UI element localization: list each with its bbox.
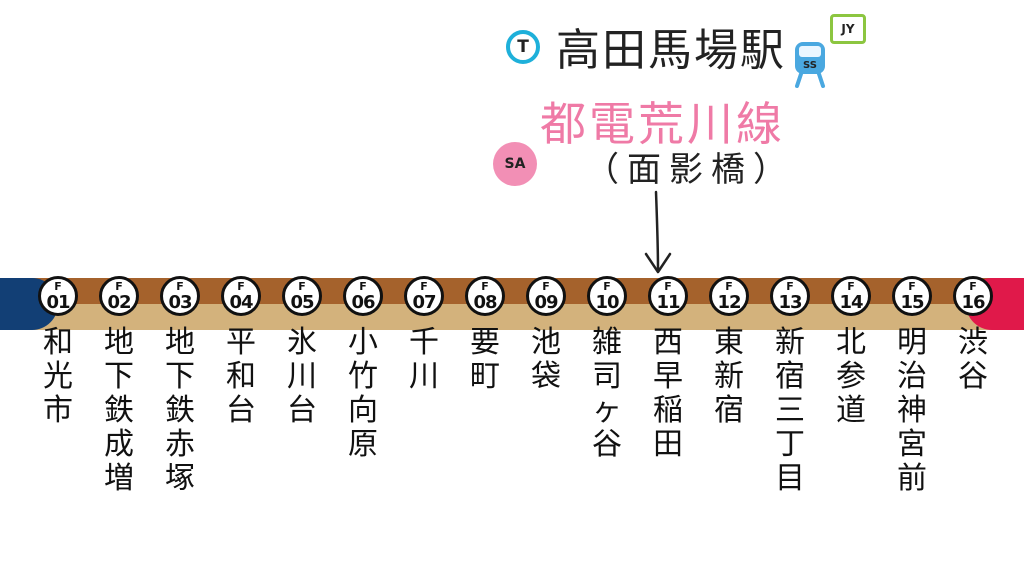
station-number: 12 bbox=[717, 292, 741, 313]
station-name: 池袋 bbox=[531, 325, 561, 394]
station-name: 雑司ヶ谷 bbox=[592, 325, 622, 462]
station-number: 04 bbox=[229, 292, 253, 313]
sa-line-badge: SA bbox=[493, 142, 537, 186]
station-number: 15 bbox=[900, 292, 924, 313]
station-number: 13 bbox=[778, 292, 802, 313]
station-name: 明治神宮前 bbox=[897, 325, 927, 496]
line-letter: F bbox=[115, 280, 123, 293]
station-number: 03 bbox=[168, 292, 192, 313]
ss-badge-text: SS bbox=[803, 60, 817, 71]
station-number: 10 bbox=[595, 292, 619, 313]
station-name: 要町 bbox=[470, 325, 500, 394]
station-name: 地下鉄成増 bbox=[104, 325, 134, 496]
station-number: 01 bbox=[46, 292, 70, 313]
seibu-train-icon: SS bbox=[795, 42, 825, 88]
station-number: 08 bbox=[473, 292, 497, 313]
station-name: 西早稲田 bbox=[653, 325, 683, 462]
line-letter: F bbox=[359, 280, 367, 293]
omokagebashi-label: （面影橋） bbox=[585, 150, 795, 190]
station-number: 16 bbox=[961, 292, 985, 313]
line-letter: F bbox=[725, 280, 733, 293]
line-letter: F bbox=[237, 280, 245, 293]
station-name: 平和台 bbox=[226, 325, 256, 428]
station-number: 11 bbox=[656, 292, 680, 313]
station-name: 和光市 bbox=[43, 325, 73, 428]
line-letter: F bbox=[664, 280, 672, 293]
station-name: 渋谷 bbox=[958, 325, 988, 394]
down-arrow-icon bbox=[644, 190, 672, 274]
t-line-badge: T bbox=[506, 30, 540, 64]
station-number: 09 bbox=[534, 292, 558, 313]
station-number: 14 bbox=[839, 292, 863, 313]
takadanobaba-station-label: 高田馬場駅 bbox=[556, 25, 786, 76]
line-letter: F bbox=[54, 280, 62, 293]
line-letter: F bbox=[786, 280, 794, 293]
station-name: 氷川台 bbox=[287, 325, 317, 428]
line-letter: F bbox=[176, 280, 184, 293]
toden-arakawa-line-label: 都電荒川線 bbox=[540, 97, 785, 151]
line-letter: F bbox=[969, 280, 977, 293]
station-name: 地下鉄赤塚 bbox=[165, 325, 195, 496]
station-name: 千川 bbox=[409, 325, 439, 394]
station-number: 05 bbox=[290, 292, 314, 313]
station-number: 06 bbox=[351, 292, 375, 313]
station-number: 07 bbox=[412, 292, 436, 313]
jy-line-badge: JY bbox=[830, 14, 866, 44]
line-letter: F bbox=[420, 280, 428, 293]
station-name: 新宿三丁目 bbox=[775, 325, 805, 496]
line-letter: F bbox=[542, 280, 550, 293]
line-letter: F bbox=[481, 280, 489, 293]
line-letter: F bbox=[908, 280, 916, 293]
station-number: 02 bbox=[107, 292, 131, 313]
line-letter: F bbox=[603, 280, 611, 293]
station-name: 小竹向原 bbox=[348, 325, 378, 462]
line-letter: F bbox=[847, 280, 855, 293]
line-letter: F bbox=[298, 280, 306, 293]
station-name: 北参道 bbox=[836, 325, 866, 428]
station-name: 東新宿 bbox=[714, 325, 744, 428]
